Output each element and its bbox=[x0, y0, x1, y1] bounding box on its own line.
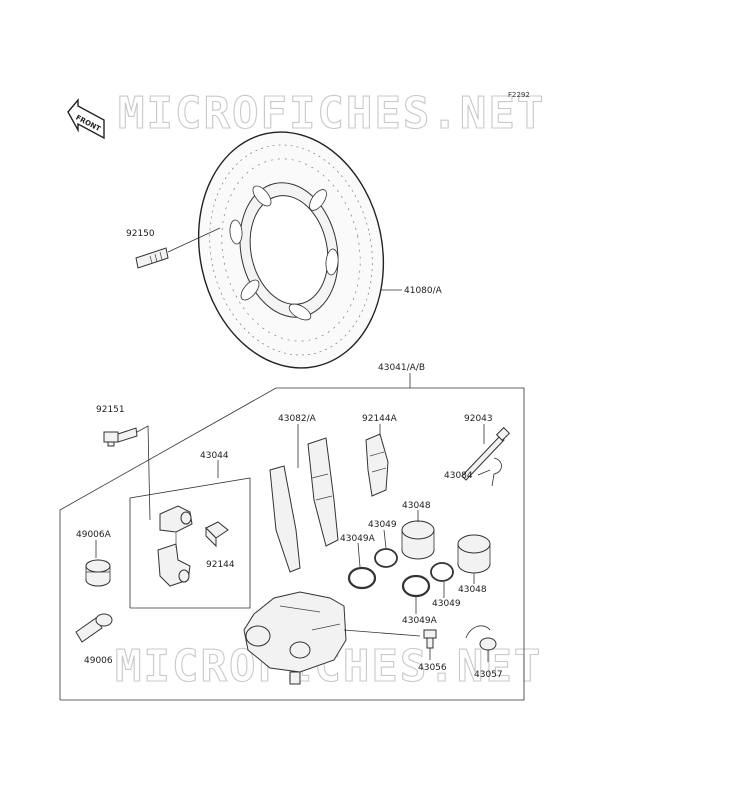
leader-92151 bbox=[136, 425, 151, 521]
label-43056: 43056 bbox=[418, 663, 447, 673]
pad-spring bbox=[205, 521, 229, 548]
dust-boot bbox=[85, 559, 111, 587]
leader-92150 bbox=[167, 227, 221, 253]
leader-43049a bbox=[383, 529, 387, 549]
label-92150: 92150 bbox=[126, 229, 155, 239]
leader-caliper-bleed bbox=[343, 629, 421, 637]
brake-disc bbox=[197, 131, 385, 369]
label-43082: 43082/A bbox=[278, 414, 317, 424]
label-92043: 92043 bbox=[464, 414, 493, 424]
dust-seal-upper bbox=[347, 566, 377, 590]
leader-43049Aa bbox=[357, 542, 361, 568]
pad-shim bbox=[365, 433, 389, 497]
leader-43084 bbox=[477, 469, 491, 476]
caliper-bracket bbox=[157, 505, 193, 587]
label-92144A: 92144A bbox=[362, 414, 398, 424]
label-43084: 43084 bbox=[444, 471, 473, 481]
brake-pad-left bbox=[269, 465, 301, 573]
label-92151: 92151 bbox=[96, 405, 125, 415]
label-43049Aa: 43049A bbox=[340, 534, 376, 544]
label-41080: 41080/A bbox=[404, 286, 443, 296]
pin-clip bbox=[491, 457, 502, 487]
piston-seal-upper bbox=[374, 548, 398, 568]
piston-lower bbox=[457, 534, 491, 574]
label-43044: 43044 bbox=[200, 451, 229, 461]
label-43049a: 43049 bbox=[368, 520, 397, 530]
slide-pin bbox=[75, 613, 113, 643]
label-43048a: 43048 bbox=[402, 501, 431, 511]
caliper-body bbox=[243, 591, 347, 685]
bracket-bolt bbox=[103, 427, 138, 447]
label-43041: 43041/A/B bbox=[378, 363, 425, 373]
disc-bolt bbox=[135, 247, 169, 269]
caliper-assembly-box bbox=[59, 387, 525, 701]
label-43049Ab: 43049A bbox=[402, 616, 438, 626]
label-43057: 43057 bbox=[474, 670, 503, 680]
label-43048b: 43048 bbox=[458, 585, 487, 595]
label-43049b: 43049 bbox=[432, 599, 461, 609]
dust-seal-lower bbox=[401, 574, 431, 598]
label-49006A: 49006A bbox=[76, 530, 112, 540]
diagram-code: F2292 bbox=[508, 91, 530, 99]
pad-pin bbox=[461, 426, 511, 481]
piston-seal-lower bbox=[430, 562, 454, 582]
front-arrow-icon: FRONT bbox=[67, 98, 105, 140]
label-49006: 49006 bbox=[84, 656, 113, 666]
bracket-box bbox=[129, 477, 251, 609]
watermark-top: MICROFICHES.NET bbox=[118, 88, 545, 139]
label-92144: 92144 bbox=[206, 560, 235, 570]
brake-pad-right bbox=[307, 437, 339, 547]
piston-upper bbox=[401, 520, 435, 560]
